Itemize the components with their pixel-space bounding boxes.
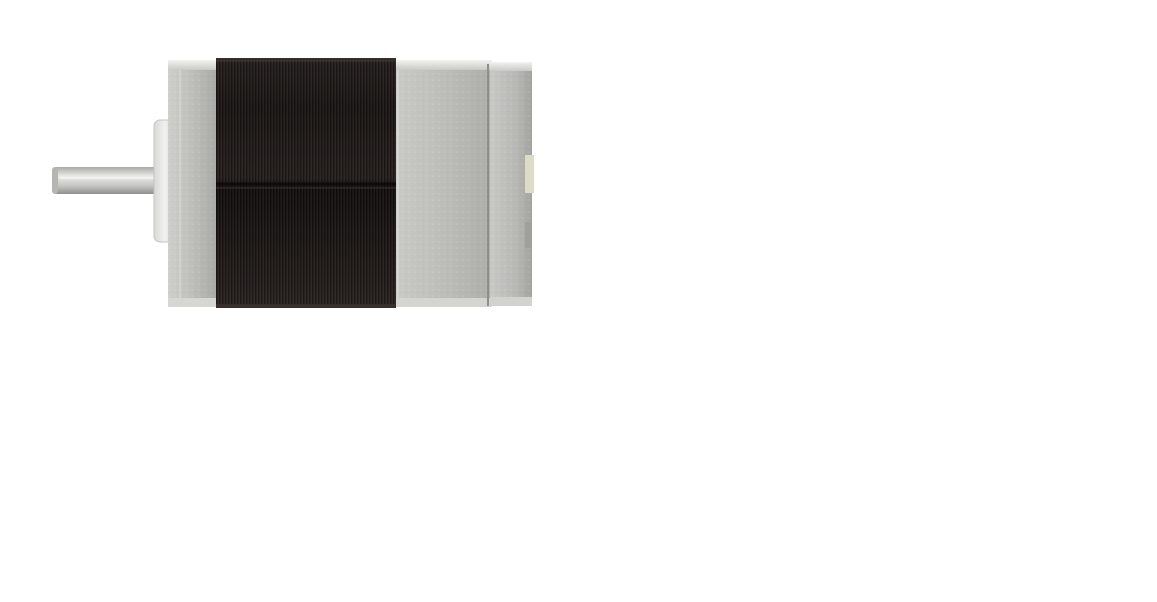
motor-stator-stack	[216, 58, 396, 308]
motor-shaft	[52, 167, 162, 194]
motor-front-plate	[168, 60, 218, 307]
motor-rear-housing	[396, 60, 492, 307]
motor-end-cap	[490, 62, 534, 306]
